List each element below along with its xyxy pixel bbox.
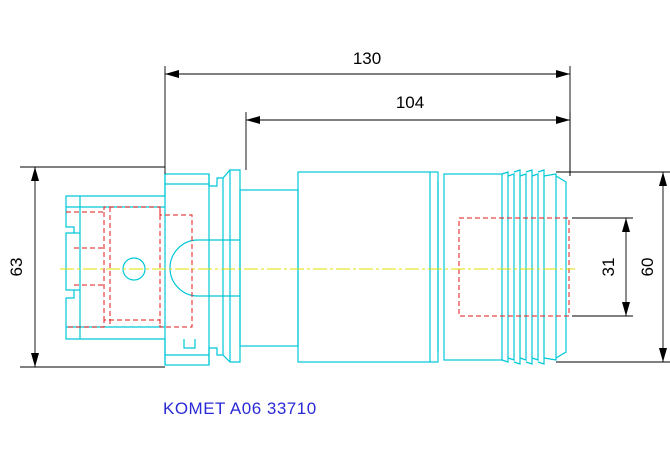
dim-104-label: 104	[396, 93, 424, 112]
taper-outline	[65, 174, 166, 340]
dim-130-label: 130	[353, 49, 381, 68]
dim-63-label: 63	[7, 258, 26, 277]
hidden-lines	[66, 206, 570, 328]
dimension-lines	[20, 66, 670, 368]
tool-holder-outline	[65, 169, 567, 366]
groove-outline	[208, 169, 241, 365]
dim-31-label: 31	[599, 258, 618, 277]
arrowheads	[31, 70, 667, 367]
part-number-caption: KOMET A06 33710	[163, 399, 317, 418]
neck-outline	[239, 189, 299, 347]
body-outline	[297, 171, 439, 363]
nut-outline	[443, 173, 503, 361]
dim-60-label: 60	[638, 258, 657, 277]
